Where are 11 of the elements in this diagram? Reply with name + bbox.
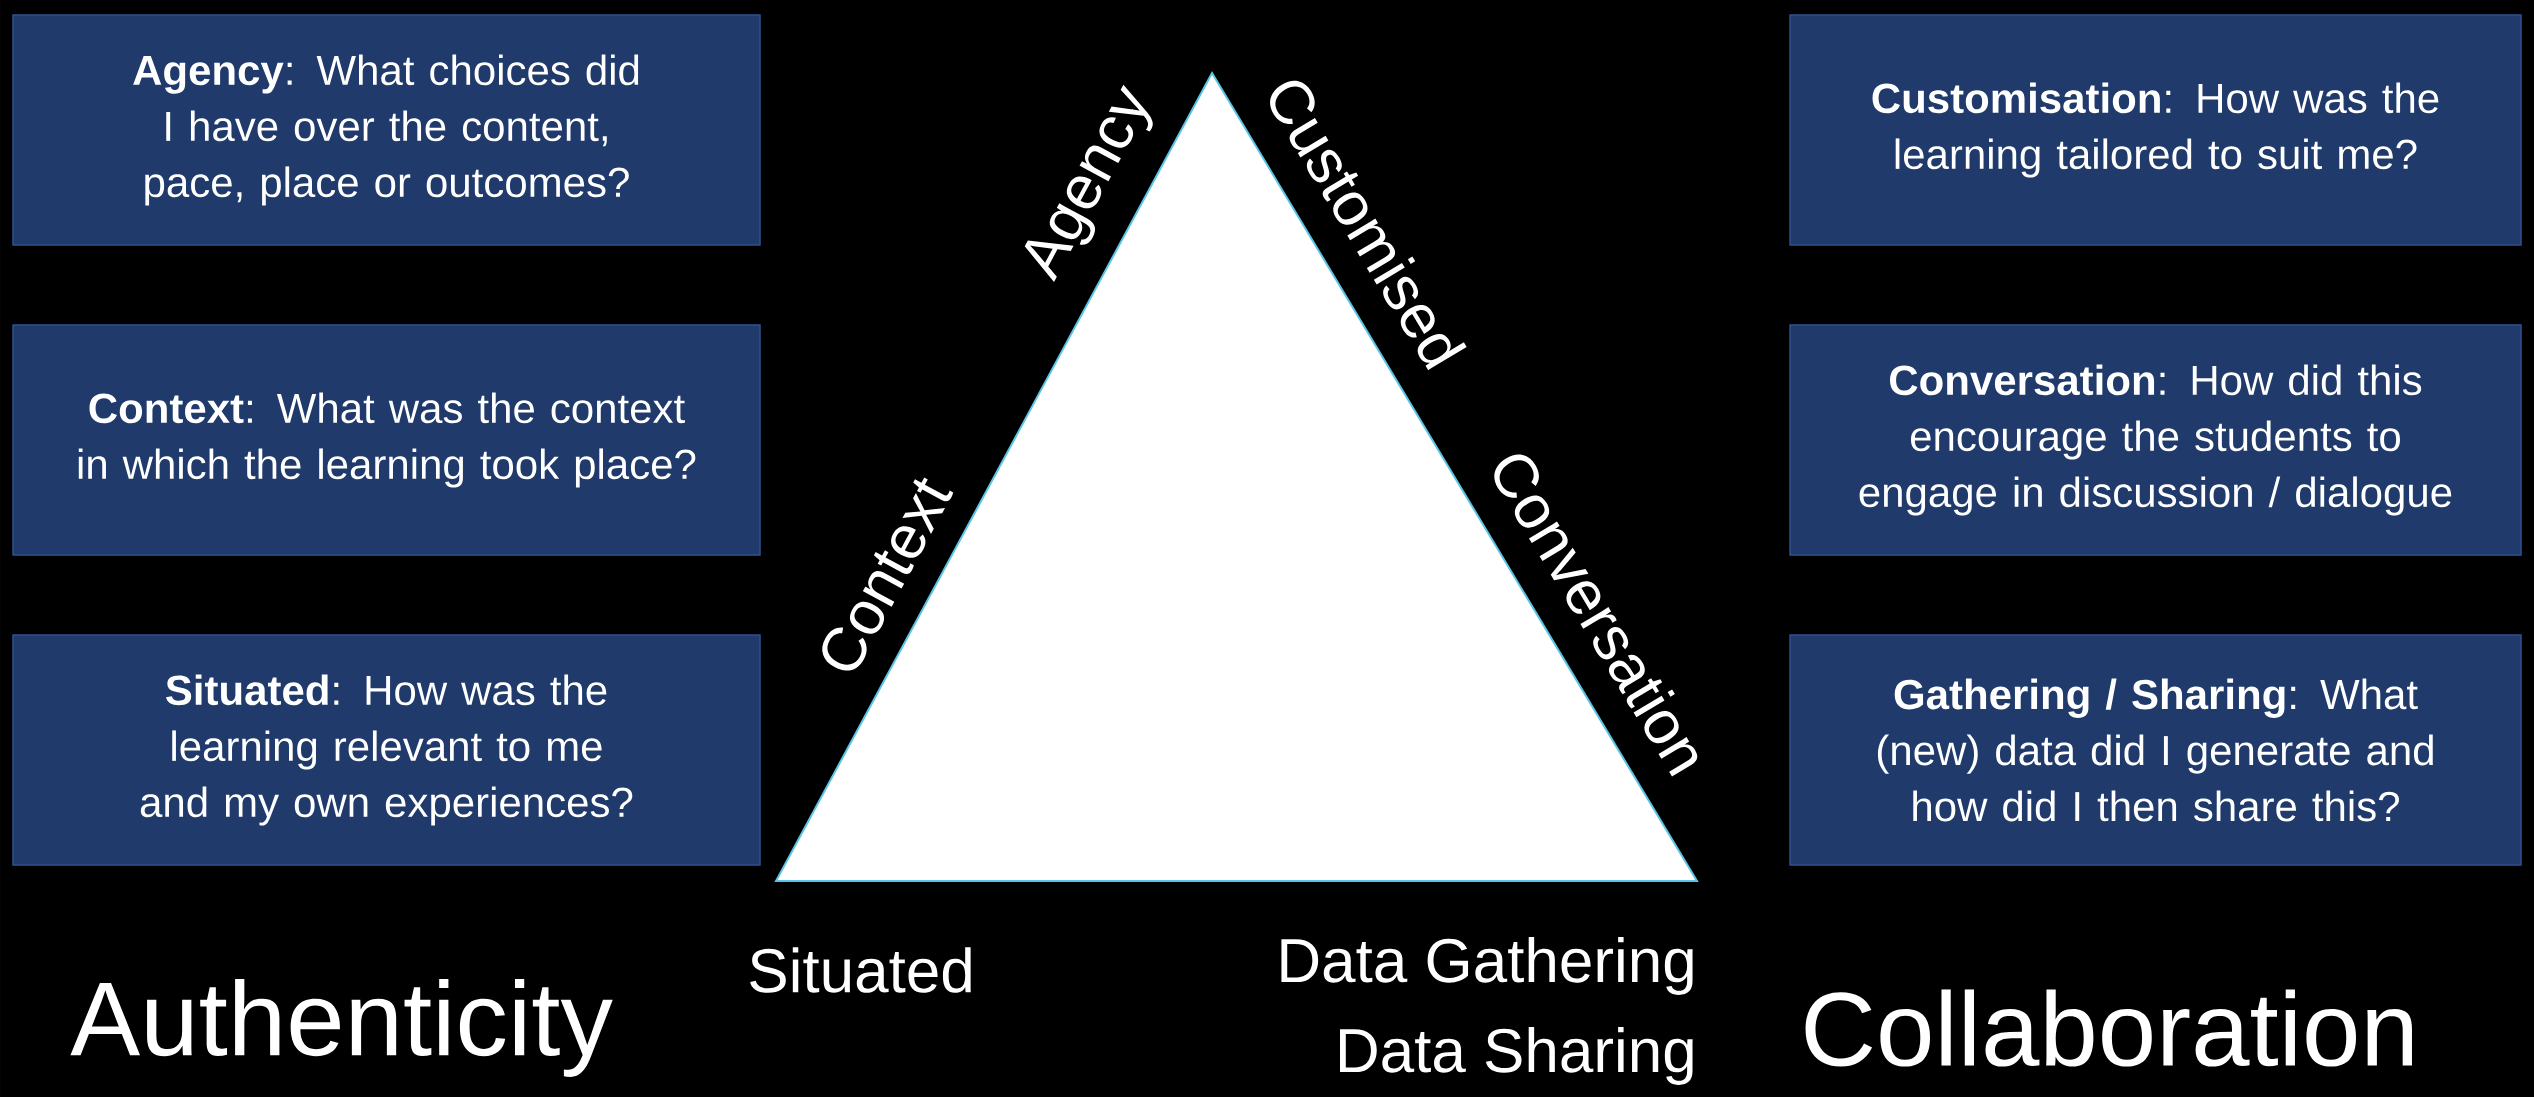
question-box: Customisation: How was the learning tailored to suit me? xyxy=(1789,14,2522,246)
heading: Authenticity xyxy=(70,979,613,1077)
corner-label: Data Sharing xyxy=(1340,1027,1693,1085)
question-box: Conversation: How did this encourage the students to engage in discussion / dialogue xyxy=(1789,324,2522,556)
question-box: Gathering / Sharing: What (new) data did I generate and how did I then share this? xyxy=(1789,634,2522,866)
corner-label: Data Gathering xyxy=(1281,937,1693,995)
question-box: Context: What was the context in which the learning took place? xyxy=(12,324,761,556)
heading: Collaboration xyxy=(1805,989,2412,1067)
question-box: Agency: What choices did I have over the content, pace, place or outcomes? xyxy=(12,14,761,246)
question-box: Situated: How was the learning relevant to me and my own experiences? xyxy=(12,634,761,866)
corner-label: Situated xyxy=(750,947,971,993)
